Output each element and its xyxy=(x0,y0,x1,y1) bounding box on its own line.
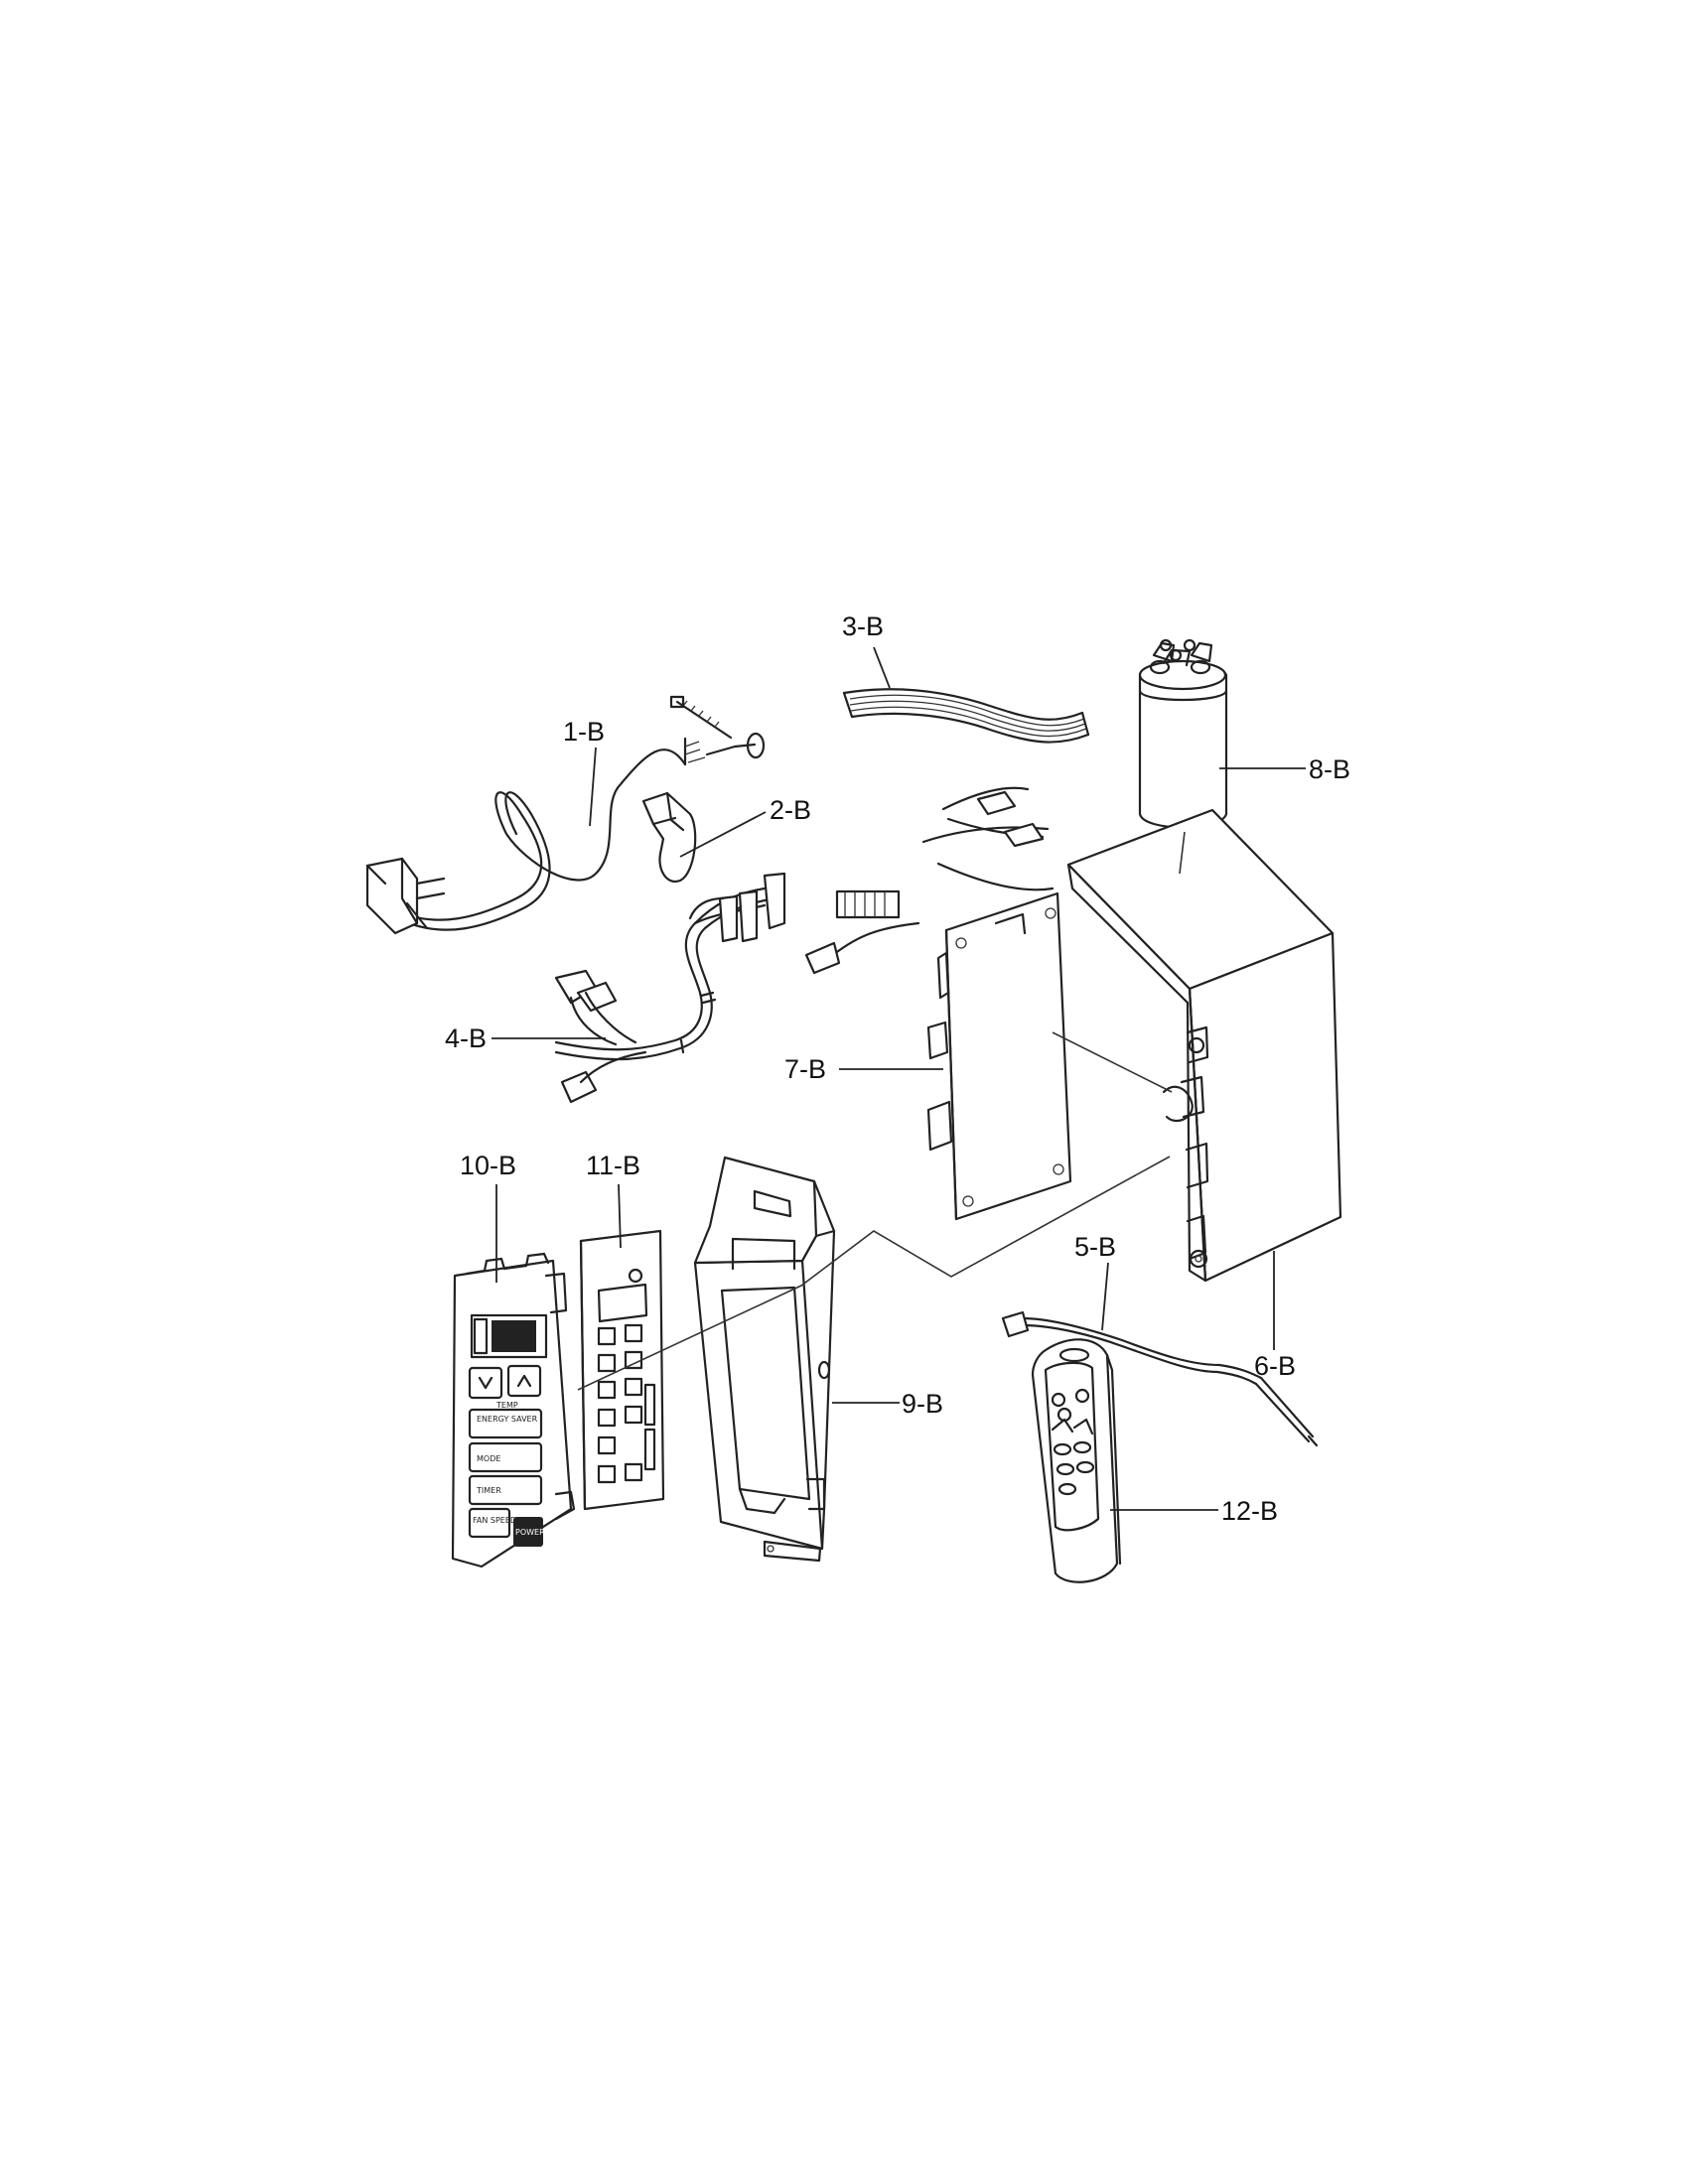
label-9-b: 9-B xyxy=(902,1389,943,1419)
label-6-b: 6-B xyxy=(1254,1351,1296,1381)
leader-lines xyxy=(492,646,1306,1511)
cable-clip xyxy=(641,791,697,884)
timer-label: TIMER xyxy=(476,1486,501,1495)
label-10-b: 10-B xyxy=(460,1151,516,1180)
label-11-b: 11-B xyxy=(586,1151,640,1180)
label-8-b: 8-B xyxy=(1309,754,1350,784)
capacitor xyxy=(1138,638,1228,829)
ribbon-cable xyxy=(842,688,1090,744)
label-12-b: 12-B xyxy=(1221,1496,1278,1526)
wire-harness xyxy=(554,872,786,1104)
energy-saver-label: ENERGY SAVER xyxy=(477,1415,538,1424)
mode-label: MODE xyxy=(477,1454,500,1463)
label-1-b: 1-B xyxy=(563,717,605,747)
remote-control xyxy=(1031,1338,1122,1583)
fan-speed-label: FAN SPEED xyxy=(473,1516,516,1525)
label-7-b: 7-B xyxy=(784,1054,826,1084)
temp-label: TEMP xyxy=(495,1401,518,1410)
label-2-b: 2-B xyxy=(770,795,811,825)
label-5-b: 5-B xyxy=(1074,1232,1116,1262)
control-cover: TEMP ENERGY SAVER MODE TIMER FAN SPEED P… xyxy=(451,1252,576,1569)
label-3-b: 3-B xyxy=(842,612,884,641)
control-box xyxy=(1066,808,1342,1283)
sensor-lead xyxy=(1001,1310,1319,1447)
power-label: POWER xyxy=(515,1528,545,1537)
main-pcb xyxy=(804,786,1072,1221)
part-labels: 3-B 1-B 2-B 8-B 4-B 7-B 10-B 11-B 5-B 6-… xyxy=(445,612,1350,1526)
mounting-bracket xyxy=(693,1156,836,1563)
connection-lines xyxy=(577,831,1186,1391)
label-4-b: 4-B xyxy=(445,1024,487,1053)
power-cord xyxy=(365,695,766,935)
